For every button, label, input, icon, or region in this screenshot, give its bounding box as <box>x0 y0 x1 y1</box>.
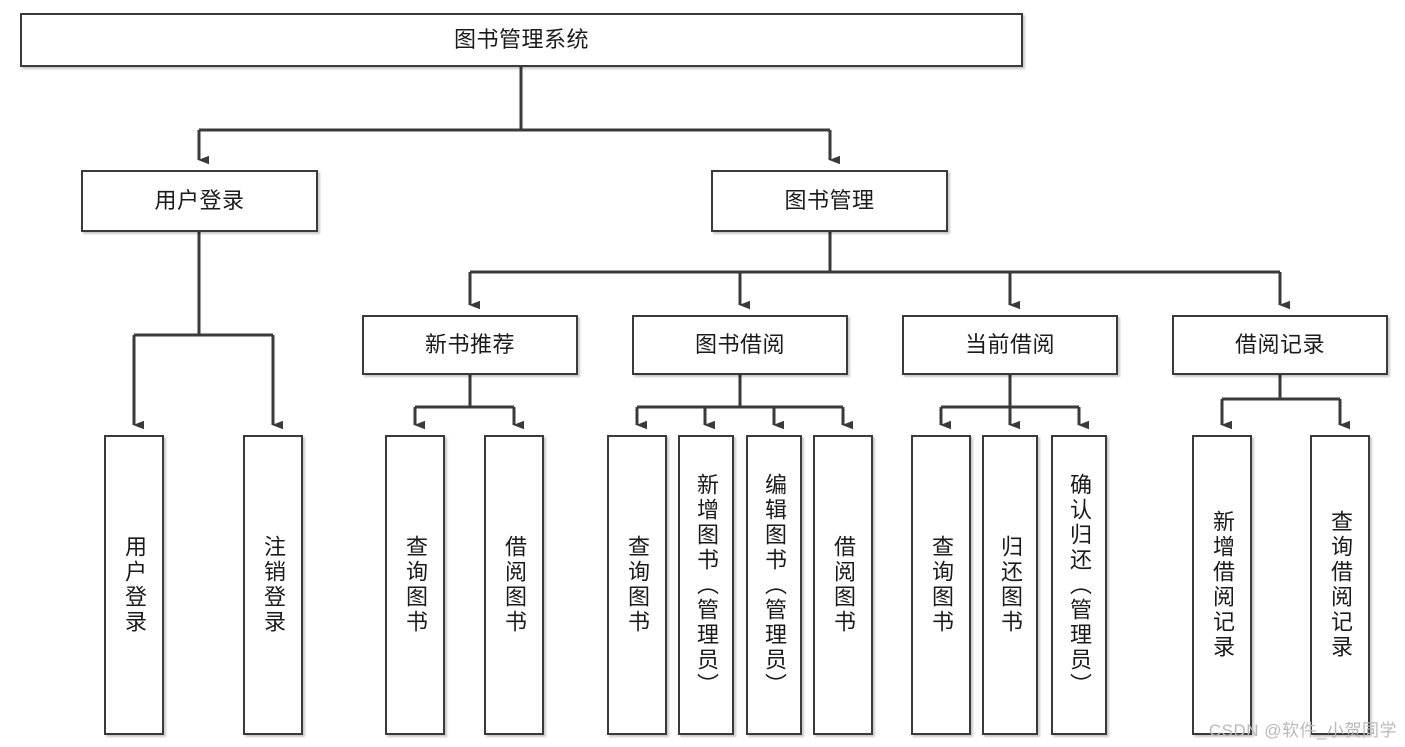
node-leaf-query-record[interactable]: 查询借阅记录 <box>1310 435 1370 735</box>
node-leaf-query-book-1-label: 查询图书 <box>403 535 428 635</box>
node-leaf-confirm-return[interactable]: 确认归还（管理员） <box>1051 435 1107 735</box>
node-current-borrow[interactable]: 当前借阅 <box>902 315 1118 375</box>
node-root[interactable]: 图书管理系统 <box>20 13 1023 67</box>
node-leaf-borrow-book-2[interactable]: 借阅图书 <box>813 435 873 735</box>
node-leaf-query-book-1[interactable]: 查询图书 <box>385 435 445 735</box>
node-leaf-query-book-3[interactable]: 查询图书 <box>911 435 971 735</box>
node-user-login-label: 用户登录 <box>154 188 245 214</box>
node-leaf-query-book-2[interactable]: 查询图书 <box>607 435 667 735</box>
node-leaf-edit-book[interactable]: 编辑图书（管理员） <box>746 435 802 735</box>
node-leaf-borrow-book-1[interactable]: 借阅图书 <box>484 435 544 735</box>
node-root-label: 图书管理系统 <box>453 27 589 53</box>
node-leaf-confirm-return-label: 确认归还（管理员） <box>1067 472 1092 698</box>
node-leaf-borrow-book-2-label: 借阅图书 <box>831 535 856 635</box>
node-user-login[interactable]: 用户登录 <box>81 170 318 232</box>
node-new-book-recommend-label: 新书推荐 <box>424 332 515 358</box>
node-leaf-query-book-3-label: 查询图书 <box>929 535 954 635</box>
node-leaf-return-book[interactable]: 归还图书 <box>982 435 1038 735</box>
node-leaf-edit-book-label: 编辑图书（管理员） <box>762 472 787 698</box>
node-leaf-user-login-label: 用户登录 <box>122 535 147 635</box>
node-leaf-query-record-label: 查询借阅记录 <box>1328 510 1353 660</box>
node-borrow-record-label: 借阅记录 <box>1234 332 1325 358</box>
node-leaf-query-book-2-label: 查询图书 <box>625 535 650 635</box>
node-book-manage-label: 图书管理 <box>784 188 875 214</box>
node-borrow-record[interactable]: 借阅记录 <box>1172 315 1388 375</box>
node-leaf-return-book-label: 归还图书 <box>998 535 1023 635</box>
node-book-borrow[interactable]: 图书借阅 <box>632 315 848 375</box>
node-leaf-add-record[interactable]: 新增借阅记录 <box>1192 435 1252 735</box>
node-leaf-user-login[interactable]: 用户登录 <box>104 435 164 735</box>
node-leaf-add-book[interactable]: 新增图书（管理员） <box>678 435 734 735</box>
watermark-text: CSDN @软件_小贺同学 <box>1208 721 1397 740</box>
node-leaf-add-record-label: 新增借阅记录 <box>1210 510 1235 660</box>
node-book-manage[interactable]: 图书管理 <box>711 170 948 232</box>
node-new-book-recommend[interactable]: 新书推荐 <box>362 315 578 375</box>
node-leaf-logout[interactable]: 注销登录 <box>243 435 303 735</box>
node-leaf-add-book-label: 新增图书（管理员） <box>694 472 719 698</box>
node-book-borrow-label: 图书借阅 <box>694 332 785 358</box>
node-leaf-logout-label: 注销登录 <box>261 535 286 635</box>
node-leaf-borrow-book-1-label: 借阅图书 <box>502 535 527 635</box>
node-current-borrow-label: 当前借阅 <box>964 332 1055 358</box>
